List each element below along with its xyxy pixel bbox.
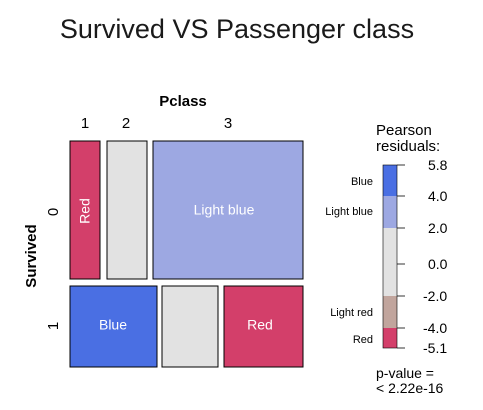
cell-s0-p1 bbox=[69, 140, 101, 280]
legend-color-label-light-red: Light red bbox=[330, 307, 373, 319]
y-axis-title: Survived bbox=[23, 224, 40, 287]
cell-s1-p2 bbox=[161, 285, 219, 368]
legend-band-light-red bbox=[383, 296, 397, 328]
cell-label-s1-p1: Blue bbox=[99, 317, 127, 333]
legend-tick-label--2.0: -2.0 bbox=[423, 288, 447, 304]
p-value-line1: p-value = bbox=[376, 365, 434, 381]
legend-title-line1: Pearson bbox=[376, 122, 432, 139]
legend-color-names: Blue Light blue Light red Red bbox=[325, 176, 373, 346]
legend-tick-label--4.0: -4.0 bbox=[423, 320, 447, 336]
legend-tick-label--5.1: -5.1 bbox=[423, 340, 447, 356]
legend-tick-label-0.0: 0.0 bbox=[428, 256, 448, 272]
x-tick-2: 2 bbox=[122, 115, 130, 132]
legend-band-grey bbox=[383, 228, 397, 296]
legend-band-red bbox=[383, 328, 397, 348]
x-axis-title: Pclass bbox=[159, 93, 207, 110]
legend-band-blue bbox=[383, 165, 397, 196]
chart-title: Survived VS Passenger class bbox=[60, 14, 414, 44]
cell-s0-p2 bbox=[106, 140, 148, 280]
legend-tick-label-2.0: 2.0 bbox=[428, 220, 448, 236]
legend-color-label-blue: Blue bbox=[351, 176, 373, 188]
mosaic-cells: Red Light blue Blue Red bbox=[69, 140, 304, 368]
cell-s1-p1 bbox=[69, 285, 158, 368]
p-value-line2: < 2.22e-16 bbox=[376, 380, 444, 396]
x-tick-1: 1 bbox=[81, 115, 89, 132]
legend-band-light-blue bbox=[383, 196, 397, 228]
legend-colorbar-frame bbox=[382, 164, 398, 349]
legend-color-label-light-blue: Light blue bbox=[325, 206, 373, 218]
y-tick-0: 0 bbox=[45, 208, 62, 216]
cell-label-s0-p1: Red bbox=[77, 198, 93, 224]
legend-tick-label-5.8: 5.8 bbox=[428, 157, 448, 173]
legend-colorbar bbox=[382, 164, 398, 349]
cell-label-s0-p3: Light blue bbox=[194, 202, 255, 218]
y-tick-1: 1 bbox=[45, 322, 62, 330]
cell-s0-p3 bbox=[152, 140, 304, 280]
legend-color-label-red: Red bbox=[353, 334, 373, 346]
legend-tick-label-4.0: 4.0 bbox=[428, 188, 448, 204]
legend-ticks: 5.8 4.0 2.0 0.0 -2.0 -4.0 -5.1 bbox=[397, 157, 448, 356]
cell-label-s1-p3: Red bbox=[247, 317, 273, 333]
cell-s1-p3 bbox=[223, 285, 304, 368]
legend-title-line2: residuals: bbox=[376, 138, 440, 155]
x-tick-3: 3 bbox=[224, 115, 232, 132]
